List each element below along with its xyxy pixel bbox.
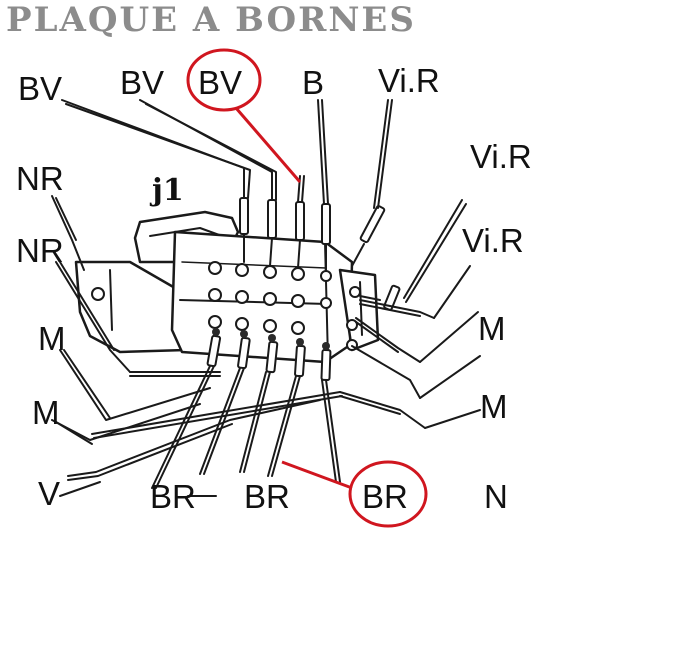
- label-bottom-br-2: BR: [244, 478, 290, 515]
- label-right-m-1: M: [478, 310, 506, 347]
- label-right-vir-1: Vi.R: [470, 138, 532, 175]
- label-right-vir-2: Vi.R: [462, 222, 524, 259]
- label-left-v: V: [38, 475, 60, 512]
- top-wires: [61, 99, 393, 271]
- highlight-circle-bottom: [348, 460, 428, 528]
- right-wires: [339, 199, 481, 429]
- label-bottom-br-circled: BR: [362, 478, 408, 515]
- terminal-holes: [208, 261, 361, 351]
- label-left-nr-2: NR: [16, 232, 64, 269]
- label-right-n: N: [484, 478, 508, 515]
- label-left-m-2: M: [32, 394, 60, 431]
- label-right-m-2: M: [480, 388, 508, 425]
- page-title: PLAQUE A BORNES: [6, 0, 416, 40]
- highlight-leader-top: [234, 107, 302, 183]
- label-top-vir: Vi.R: [378, 62, 440, 99]
- left-wires: [51, 195, 343, 497]
- highlight-circle-top: [186, 48, 262, 112]
- label-left-nr-1: NR: [16, 160, 64, 197]
- wire-labels: j1 BV BV BV B Vi.R Vi.R Vi.R M M N NR NR…: [16, 62, 532, 515]
- label-top-bv-circled: BV: [198, 64, 242, 101]
- highlight-leader-bottom: [281, 460, 353, 490]
- label-left-m-1: M: [38, 320, 66, 357]
- label-top-bv-2: BV: [120, 64, 164, 101]
- highlight-annotations: [186, 48, 428, 528]
- component-label: j1: [149, 173, 184, 208]
- label-bottom-br-1: BR: [150, 478, 196, 515]
- label-top-bv-1: BV: [18, 70, 62, 107]
- bottom-wires: [151, 328, 341, 497]
- label-top-b: B: [302, 64, 324, 101]
